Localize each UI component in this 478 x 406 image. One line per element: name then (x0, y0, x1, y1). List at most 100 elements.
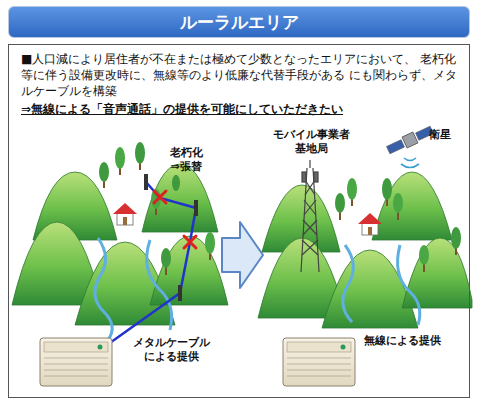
left-server (98, 345, 103, 350)
base-station-tower (302, 172, 306, 182)
satellite (387, 140, 405, 154)
right-trees (347, 178, 357, 200)
left-server (44, 358, 108, 359)
title-band: ルーラルエリア (8, 6, 470, 38)
left-mountains (142, 164, 218, 232)
callout-label: モバイル事業者 基地局 (268, 128, 354, 156)
right-trees (419, 245, 429, 265)
left-server (44, 376, 108, 377)
right-trees (382, 178, 392, 200)
callout-label: 無線による提供 (358, 334, 446, 348)
left-house (117, 213, 133, 225)
right-house (368, 227, 372, 235)
right-house (358, 213, 382, 224)
red-cross (184, 236, 196, 248)
right-server (283, 338, 355, 386)
red-cross (154, 191, 166, 203)
utility-poles (194, 200, 198, 216)
body-text: ■人口減により居住者が不在または極めて少数となったエリアにおいて、 老朽化等に伴… (21, 51, 457, 100)
base-station-tower (309, 160, 310, 168)
left-mountains (12, 164, 228, 325)
right-trees (451, 227, 461, 255)
right-server (287, 364, 351, 365)
right-server (283, 338, 355, 386)
left-trees (205, 232, 215, 254)
metal-cable (100, 182, 196, 350)
left-server (44, 370, 108, 371)
right-mountains (322, 250, 418, 328)
red-cross (154, 191, 196, 248)
utility-poles (144, 174, 198, 301)
right-trees (335, 193, 345, 220)
left-river (147, 240, 172, 330)
left-trees (135, 142, 145, 170)
left-trees (99, 162, 109, 182)
base-station-tower (302, 240, 318, 255)
base-station-tower (304, 200, 316, 215)
left-house (113, 203, 137, 225)
right-trees (451, 227, 461, 249)
left-trees (172, 175, 180, 191)
transition-arrow (222, 222, 263, 288)
right-trees (393, 193, 403, 213)
utility-poles (144, 174, 148, 190)
right-river (343, 245, 420, 325)
right-server (287, 342, 351, 352)
right-river (343, 245, 353, 322)
right-trees (419, 245, 429, 272)
base-station-tower (313, 168, 319, 272)
right-mountains (402, 238, 472, 308)
left-server (44, 342, 108, 352)
right-trees (393, 193, 403, 220)
left-river (95, 238, 112, 340)
right-server (287, 376, 351, 377)
base-station-tower (304, 200, 316, 215)
satellite (386, 124, 435, 155)
callout-label: メタルケーブル による提供 (128, 336, 214, 364)
base-station-tower (303, 220, 317, 235)
right-house (362, 223, 378, 235)
utility-poles (178, 285, 182, 301)
right-trees (382, 178, 392, 206)
right-mountains (372, 172, 452, 240)
right-trees (335, 178, 461, 272)
radio-waves (404, 158, 416, 161)
right-server (341, 345, 346, 350)
right-trees (335, 193, 345, 213)
left-house (113, 203, 137, 214)
satellite (402, 132, 418, 148)
left-server (40, 338, 112, 386)
base-station-tower (314, 172, 318, 182)
right-mountains (258, 172, 472, 328)
left-trees (205, 232, 215, 260)
callout-label: 老朽化 ⇒張替 (166, 146, 206, 174)
right-trees (347, 178, 357, 206)
left-trees (99, 142, 215, 275)
red-cross (184, 236, 196, 248)
right-server (287, 370, 351, 371)
left-trees (172, 175, 180, 191)
base-station-tower (301, 160, 319, 272)
base-station-tower (301, 168, 307, 272)
radio-waves (401, 164, 419, 168)
base-station-tower (303, 220, 317, 235)
left-trees (161, 248, 171, 275)
left-server (44, 364, 108, 365)
right-server (287, 358, 351, 359)
request-text: ⇒無線による「音声通話」の提供を可能にしていただきたい (21, 101, 457, 117)
metal-cable (100, 182, 196, 350)
left-trees (135, 142, 145, 164)
left-trees (161, 248, 171, 268)
left-trees (115, 147, 125, 169)
transition-arrow (222, 222, 263, 288)
left-house (123, 217, 127, 225)
right-river (398, 245, 420, 325)
left-river (95, 238, 172, 340)
base-station-tower (302, 240, 318, 255)
left-server (40, 338, 112, 386)
left-trees (115, 147, 125, 175)
red-cross (154, 191, 166, 203)
left-trees (99, 162, 109, 188)
right-house (358, 213, 382, 235)
